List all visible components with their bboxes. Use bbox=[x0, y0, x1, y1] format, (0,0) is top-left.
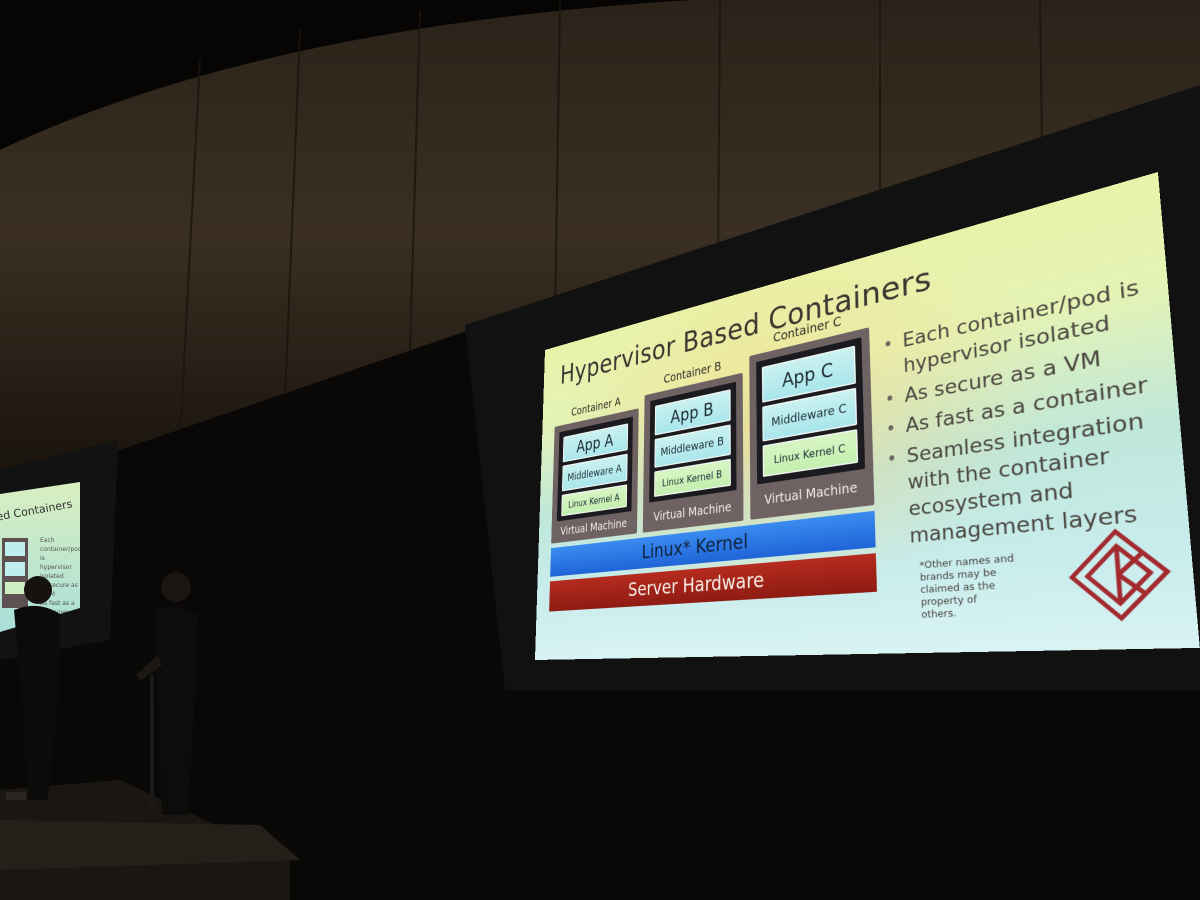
secondary-screen-title: ed Containers bbox=[0, 497, 74, 524]
secondary-screen-diagram bbox=[2, 538, 28, 608]
presenter-silhouette-left bbox=[6, 576, 60, 800]
presenter-silhouette-right bbox=[136, 572, 198, 815]
